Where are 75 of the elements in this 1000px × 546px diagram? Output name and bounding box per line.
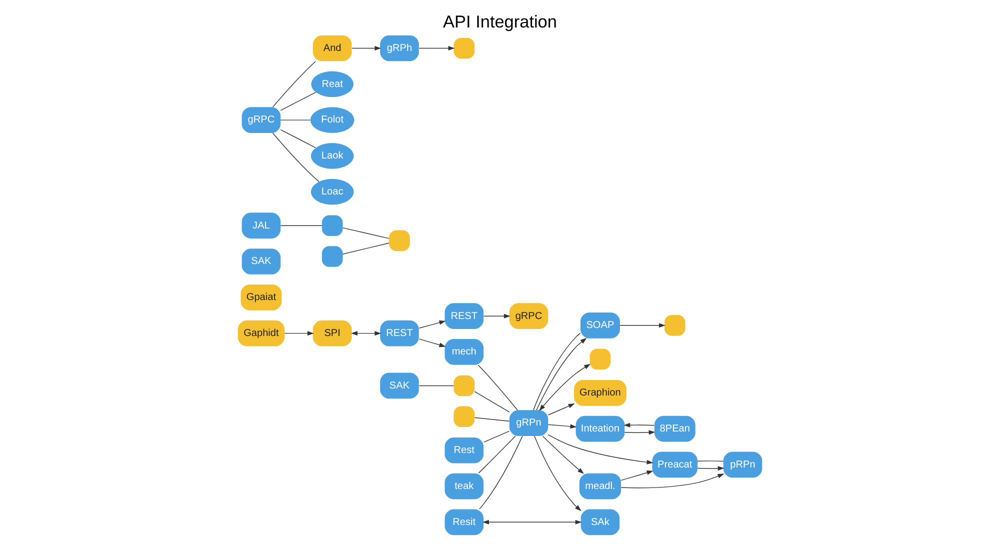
node-box	[664, 315, 686, 336]
node-box: Rest	[444, 437, 484, 464]
arrow	[418, 46, 455, 51]
node-box: Resit	[444, 509, 484, 536]
node-box	[322, 215, 343, 236]
arrow	[542, 436, 584, 474]
node-box	[322, 246, 343, 267]
arrow	[536, 338, 587, 410]
arrow	[548, 434, 654, 464]
node-box: Graphion	[574, 380, 626, 406]
connector	[478, 436, 516, 474]
arrow	[620, 474, 724, 488]
node-box: meadl.	[579, 473, 622, 500]
node-box	[454, 406, 475, 428]
arrow	[284, 331, 314, 336]
node-box: gRPC	[509, 303, 548, 329]
node-ellipse: Folot	[310, 107, 354, 133]
node-ellipse: Reat	[311, 71, 354, 98]
arrow	[350, 331, 382, 336]
arrow	[624, 422, 655, 428]
arrow	[548, 404, 575, 416]
node-box: Inteation	[576, 416, 625, 442]
node-box: Gaphidt	[238, 320, 285, 346]
node-box: Preacat	[652, 452, 698, 478]
connector	[533, 332, 581, 410]
node-box: REST	[380, 320, 419, 346]
node-box: SAK	[242, 248, 281, 274]
connector	[418, 385, 454, 386]
node-box: And	[312, 35, 352, 62]
arrow	[539, 364, 591, 411]
arrow	[418, 338, 446, 348]
node-box: REST	[444, 303, 484, 329]
connector	[342, 242, 390, 255]
connector	[280, 225, 322, 226]
connector	[272, 132, 320, 182]
node-box: SPI	[312, 320, 352, 346]
connector	[280, 92, 316, 111]
node-box: SAK	[380, 372, 419, 399]
arrow	[624, 430, 656, 435]
connector	[479, 436, 523, 510]
node-box: SOAP	[580, 312, 620, 338]
node-box: SAk	[580, 509, 620, 536]
node-box: gRPh	[380, 35, 419, 62]
node-box: gRPC	[242, 107, 281, 133]
node-ellipse: Laok	[310, 143, 354, 169]
arrow	[352, 46, 382, 51]
arrow	[418, 320, 446, 328]
connector	[342, 227, 390, 239]
connector	[272, 61, 316, 108]
node-box: pRPn	[723, 452, 762, 478]
node-box: Gpaiat	[240, 284, 282, 310]
arrow	[482, 520, 582, 524]
connector	[474, 391, 510, 412]
node-box: teak	[444, 473, 484, 500]
connector	[280, 129, 316, 148]
arrow	[620, 470, 654, 481]
arrow	[548, 424, 577, 429]
arrow	[483, 314, 510, 318]
node-box	[389, 230, 410, 252]
node-box	[454, 38, 475, 59]
node-box: JAL	[242, 212, 281, 239]
node-ellipse: Loac	[310, 178, 354, 205]
node-box: gRPn	[509, 410, 548, 436]
node-box	[590, 348, 611, 370]
connector	[483, 430, 510, 443]
connector	[478, 364, 518, 410]
connector	[697, 460, 724, 462]
node-box: 8PEan	[654, 416, 696, 442]
connector	[474, 417, 510, 422]
arrow	[697, 466, 724, 471]
arrow	[534, 436, 582, 512]
node-box: mech	[444, 339, 484, 365]
diagram-title: API Integration	[443, 12, 557, 32]
node-box	[454, 375, 475, 396]
arrow	[620, 323, 666, 328]
